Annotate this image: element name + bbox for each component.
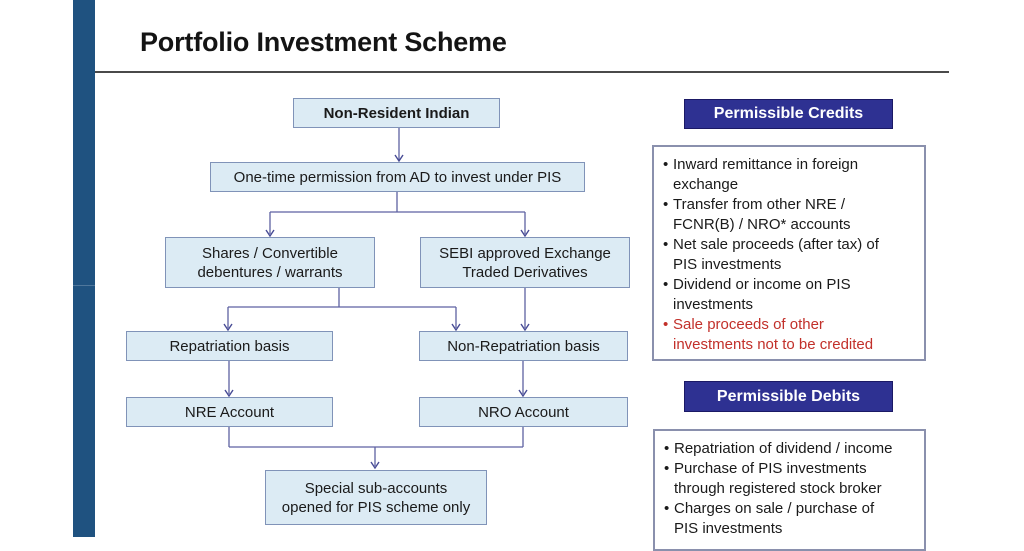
node-special-sub-accounts: Special sub-accounts opened for PIS sche… [265, 470, 487, 525]
node-one-time-permission: One-time permission from AD to invest un… [210, 162, 585, 192]
slide: Portfolio Investment Scheme Non-Resident… [73, 0, 949, 551]
credit-item: • Transfer from other NRE / FCNR(B) / NR… [663, 196, 851, 233]
page-title: Portfolio Investment Scheme [140, 27, 507, 57]
permissible-debits-header: Permissible Debits [684, 381, 893, 412]
bullet-icon: • [663, 316, 669, 333]
debits-list: • Repatriation of dividend / income • Pu… [664, 439, 918, 539]
bullet-icon: • [663, 156, 669, 173]
debit-item: • Purchase of PIS investments through re… [664, 460, 882, 497]
bullet-icon: • [664, 440, 670, 457]
accent-bar-divider [73, 285, 95, 286]
credits-list: • Inward remittance in foreign exchange … [663, 155, 918, 355]
bullet-icon: • [663, 236, 669, 253]
node-nre-account: NRE Account [126, 397, 333, 427]
title-underline [95, 71, 949, 73]
bullet-icon: • [663, 196, 669, 213]
node-non-repatriation-basis: Non-Repatriation basis [419, 331, 628, 361]
permissible-debits-panel: • Repatriation of dividend / income • Pu… [653, 429, 926, 551]
permissible-credits-panel: • Inward remittance in foreign exchange … [652, 145, 926, 361]
debit-item: • Repatriation of dividend / income [664, 440, 893, 457]
node-shares-convertible-debentures: Shares / Convertible debentures / warran… [165, 237, 375, 288]
bullet-icon: • [663, 276, 669, 293]
credit-item-warning: • Sale proceeds of other investments not… [663, 316, 874, 353]
node-sebi-exchange-traded-derivatives: SEBI approved Exchange Traded Derivative… [420, 237, 630, 288]
node-nro-account: NRO Account [419, 397, 628, 427]
permissible-credits-header: Permissible Credits [684, 99, 893, 129]
bullet-icon: • [664, 500, 670, 517]
debit-item: • Charges on sale / purchase of PIS inve… [664, 500, 875, 537]
bullet-icon: • [664, 460, 670, 477]
node-repatriation-basis: Repatriation basis [126, 331, 333, 361]
credit-item: • Inward remittance in foreign exchange [663, 156, 859, 193]
credit-item: • Net sale proceeds (after tax) of PIS i… [663, 236, 879, 273]
left-accent-bar [73, 0, 95, 537]
credit-item: • Dividend or income on PIS investments [663, 276, 851, 313]
node-non-resident-indian: Non-Resident Indian [293, 98, 500, 128]
